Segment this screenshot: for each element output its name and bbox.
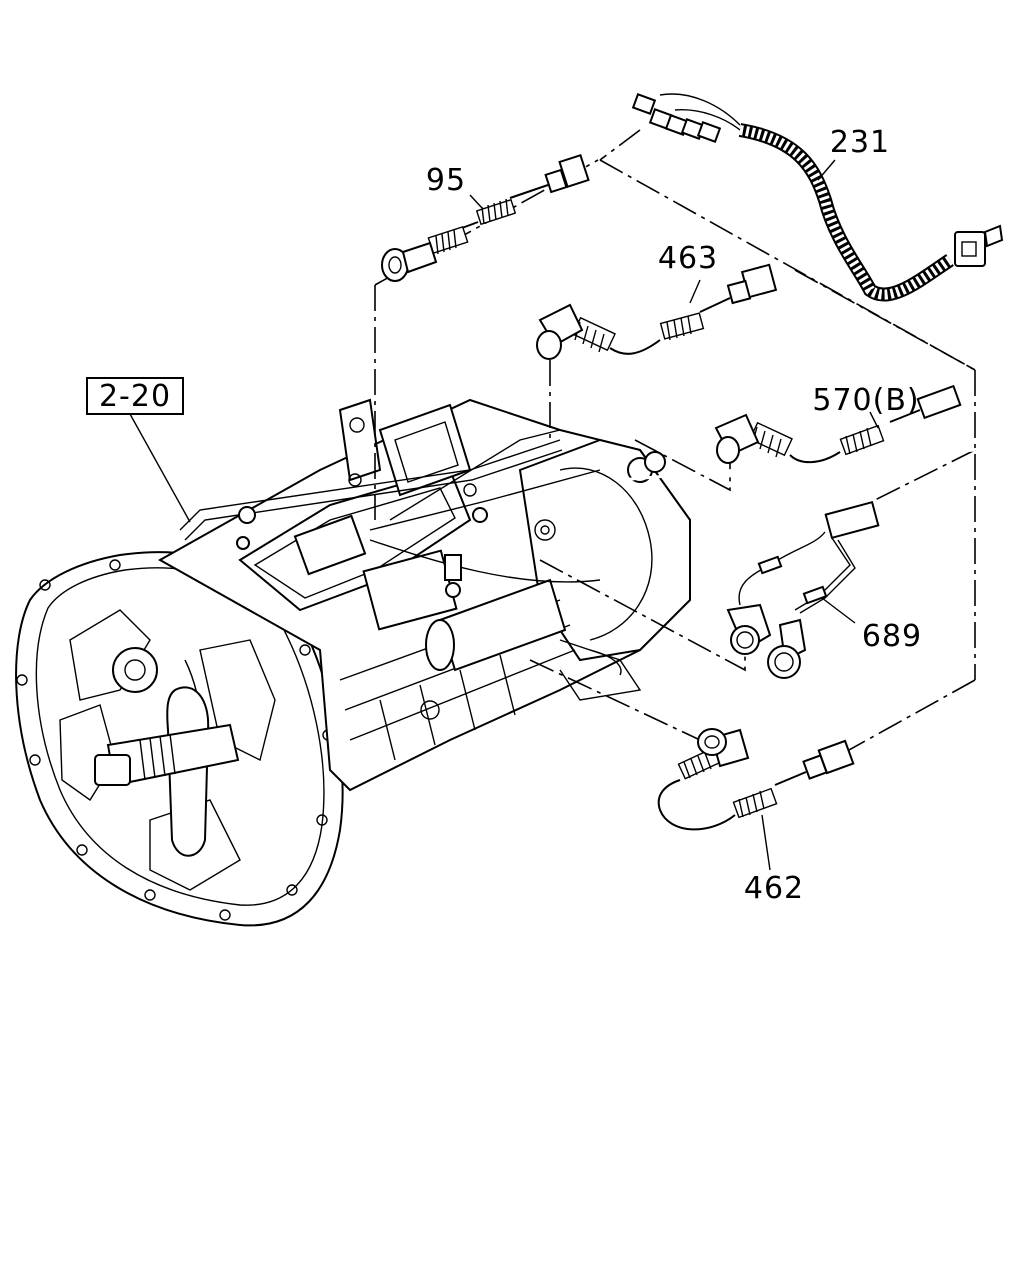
reference-box-2-20: 2-20 <box>86 377 191 523</box>
sensor-463 <box>536 263 778 360</box>
transmission-assembly <box>15 398 691 927</box>
sensor-462 <box>657 728 855 871</box>
reference-label: 2-20 <box>99 379 171 414</box>
callout-689: 689 <box>862 619 922 654</box>
callout-463: 463 <box>658 241 718 276</box>
callout-462: 462 <box>744 871 804 906</box>
callout-labels: 95 231 463 570(B) 689 462 <box>426 125 922 906</box>
callout-231: 231 <box>830 125 890 160</box>
sensor-570b <box>714 384 962 464</box>
input-shaft-splines <box>139 733 176 781</box>
sensor-95 <box>381 153 590 282</box>
callout-570b: 570(B) <box>812 383 919 418</box>
callout-95: 95 <box>426 163 466 198</box>
harness-231 <box>631 93 1004 302</box>
harness-689 <box>726 500 880 679</box>
